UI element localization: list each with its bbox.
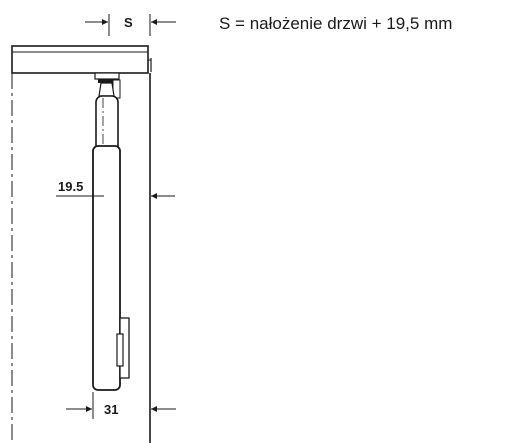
s-dimension-label: S: [124, 15, 133, 30]
offset-dimension-label: 19.5: [58, 179, 83, 194]
offset-dimension: 19.5: [56, 179, 175, 199]
formula-text: S = nałożenie drzwi + 19,5 mm: [219, 14, 452, 33]
door-profile: [92, 145, 121, 391]
width-dimension-label: 31: [104, 402, 118, 417]
mounting-plate: [116, 317, 130, 379]
hinge-mount: [94, 72, 121, 99]
width-dimension: 31: [66, 392, 176, 419]
s-dimension: S: [85, 14, 176, 36]
cabinet-top-panel: [11, 45, 152, 74]
